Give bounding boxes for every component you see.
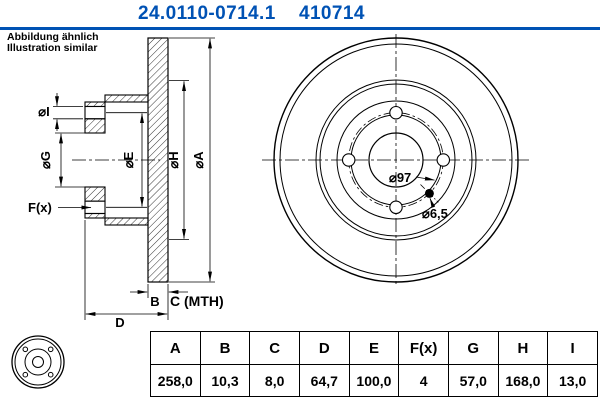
hat-top-plate: [104, 94, 149, 103]
label-d: D: [115, 315, 124, 330]
center-bore-leader: [415, 176, 435, 181]
set-screw-hole: [424, 188, 434, 198]
friction-inner-circle: [315, 79, 477, 241]
bolt-hole-left: [341, 153, 356, 167]
bolt-hole-right: [436, 153, 451, 167]
thumb-bolt-hole: [47, 371, 54, 378]
pin-hole-leader: [429, 197, 436, 208]
label-dia-a: ⌀A: [191, 151, 206, 169]
outer-diameter-circle: [273, 37, 519, 283]
center-bore-circle: [368, 132, 424, 188]
value-c: 8,0: [249, 364, 300, 397]
col-header-g: G: [447, 330, 499, 366]
table-value-row: 258,0 10,3 8,0 64,7 100,0 4 57,0 168,0 1…: [150, 364, 598, 397]
col-header-h: H: [497, 330, 549, 366]
thumb-bolt-hole: [47, 346, 54, 353]
friction-inner-chamfer-circle: [319, 83, 473, 237]
hat-flange-bottom-inner: [84, 186, 106, 202]
thumb-rim-circle: [14, 338, 62, 386]
value-e: 100,0: [348, 364, 400, 397]
dimension-dia-a: [169, 37, 215, 283]
value-d: 64,7: [298, 364, 350, 397]
dimension-dia-h: [169, 80, 189, 240]
label-dia-e: ⌀E: [121, 151, 136, 168]
dimension-b: [130, 284, 188, 320]
thumbnail-disc-icon: [11, 335, 65, 389]
table-header-row: A B C D E F(x) G H I: [150, 330, 598, 366]
value-g: 57,0: [447, 364, 499, 397]
part-number: 24.0110-0714.1: [138, 3, 276, 24]
thumb-bore-circle: [32, 356, 44, 368]
col-header-i: I: [547, 330, 598, 366]
outer-chamfer-circle: [279, 43, 513, 277]
thumb-hat-circle: [24, 348, 52, 376]
dimension-d: [84, 220, 168, 320]
cross-section-view: ⌀I ⌀G F(x) ⌀E: [28, 37, 224, 330]
col-header-fx: F(x): [398, 330, 449, 366]
bolt-hole-top: [389, 105, 403, 120]
hat-edge-circle: [336, 100, 456, 220]
label-center-bore: ⌀97: [389, 170, 411, 185]
label-pin-hole: ⌀6,5: [422, 206, 448, 221]
label-b: B: [150, 294, 159, 309]
value-h: 168,0: [497, 364, 549, 397]
label-f-x: F(x): [28, 200, 52, 215]
value-b: 10,3: [199, 364, 251, 397]
value-fx: 4: [398, 364, 449, 397]
col-header-a: A: [150, 330, 201, 366]
thumb-outer-circle: [11, 335, 65, 389]
label-dia-g: ⌀G: [38, 151, 53, 169]
dimension-table: A B C D E F(x) G H I 258,0 10,3 8,0 64,7…: [150, 330, 598, 397]
dimension-dia-i: [53, 93, 83, 131]
front-view: ⌀97 ⌀6,5: [262, 34, 530, 286]
label-c-mth: C (MTH): [170, 293, 224, 309]
technical-drawing: ⌀I ⌀G F(x) ⌀E: [28, 34, 530, 330]
thumb-bolt-hole: [22, 346, 29, 353]
value-a: 258,0: [150, 364, 201, 397]
bolt-hole-bottom: [389, 200, 403, 215]
hat-flange-top-inner: [84, 118, 106, 134]
col-header-e: E: [348, 330, 400, 366]
col-header-d: D: [298, 330, 350, 366]
dimension-dia-g: [55, 132, 85, 188]
label-dia-i: ⌀I: [38, 104, 49, 119]
reference-number: 410714: [299, 3, 365, 24]
label-dia-h: ⌀H: [166, 151, 181, 168]
col-header-b: B: [199, 330, 251, 366]
hat-bottom-plate: [104, 217, 149, 226]
disc-section: [147, 37, 169, 283]
hat-flange-bottom-outer: [84, 212, 106, 219]
value-i: 13,0: [547, 364, 598, 397]
note-english: Illustration similar: [7, 42, 98, 54]
bolt-hole-section-top: [84, 105, 106, 120]
hat-flange-top-outer: [84, 101, 106, 108]
note-german: Abbildung ähnlich: [7, 31, 99, 43]
dimension-dia-e: [106, 112, 147, 208]
col-header-c: C: [249, 330, 300, 366]
header-divider-line: [0, 27, 600, 30]
thumb-bolt-hole: [22, 371, 29, 378]
